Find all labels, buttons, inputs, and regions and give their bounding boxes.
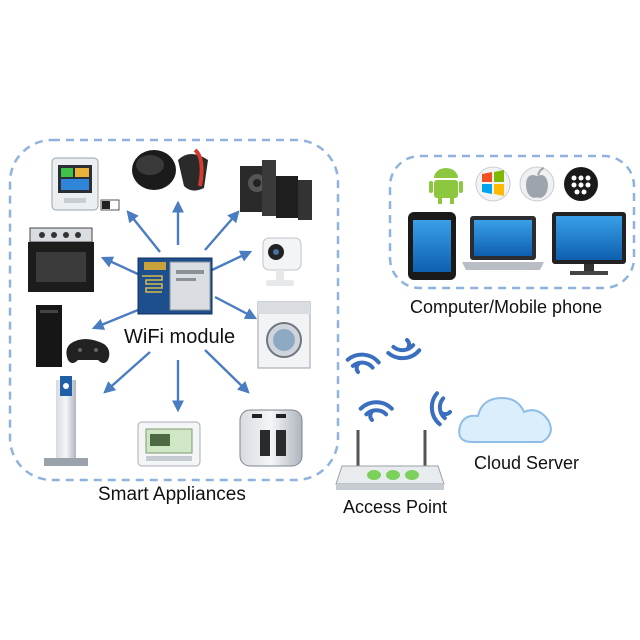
cloud-server-label: Cloud Server: [474, 453, 580, 473]
thermostat-icon: [51, 157, 99, 211]
computer-mobile-label: Computer/Mobile phone: [410, 297, 603, 317]
washing-machine-icon: [257, 301, 311, 369]
access-point-label: Access Point: [343, 497, 448, 517]
speaker-icon: [240, 160, 312, 220]
wifi-module-icon: [137, 257, 213, 315]
radiating-arrows: [91, 200, 258, 413]
computer-mobile-region: [388, 154, 636, 290]
thermostat-panel-icon: [137, 421, 201, 467]
wifi-signal-icon: [345, 338, 452, 427]
windows-icon: [475, 166, 511, 202]
apple-icon: [519, 166, 555, 202]
gamepad-icon: [66, 339, 110, 363]
monitor-icon: [552, 212, 626, 275]
android-icon: [429, 168, 463, 204]
smart-appliances-region: [8, 138, 340, 482]
blackberry-icon: [564, 167, 598, 201]
tower-pc-icon: [36, 305, 62, 367]
charging-post-icon: [44, 376, 88, 466]
smart-watch-icon: [132, 148, 208, 191]
wifi-sticker-icon: [100, 199, 120, 211]
toaster-icon: [239, 409, 303, 467]
router-icon: [335, 430, 445, 490]
wifi-module-label: WiFi module: [124, 326, 236, 348]
laptop-icon: [462, 216, 544, 270]
phone-icon: [408, 212, 456, 280]
stove-icon: [28, 227, 94, 292]
smart-appliances-label: Smart Appliances: [98, 484, 246, 505]
camera-icon: [262, 237, 302, 286]
cloud-icon: [458, 396, 552, 443]
